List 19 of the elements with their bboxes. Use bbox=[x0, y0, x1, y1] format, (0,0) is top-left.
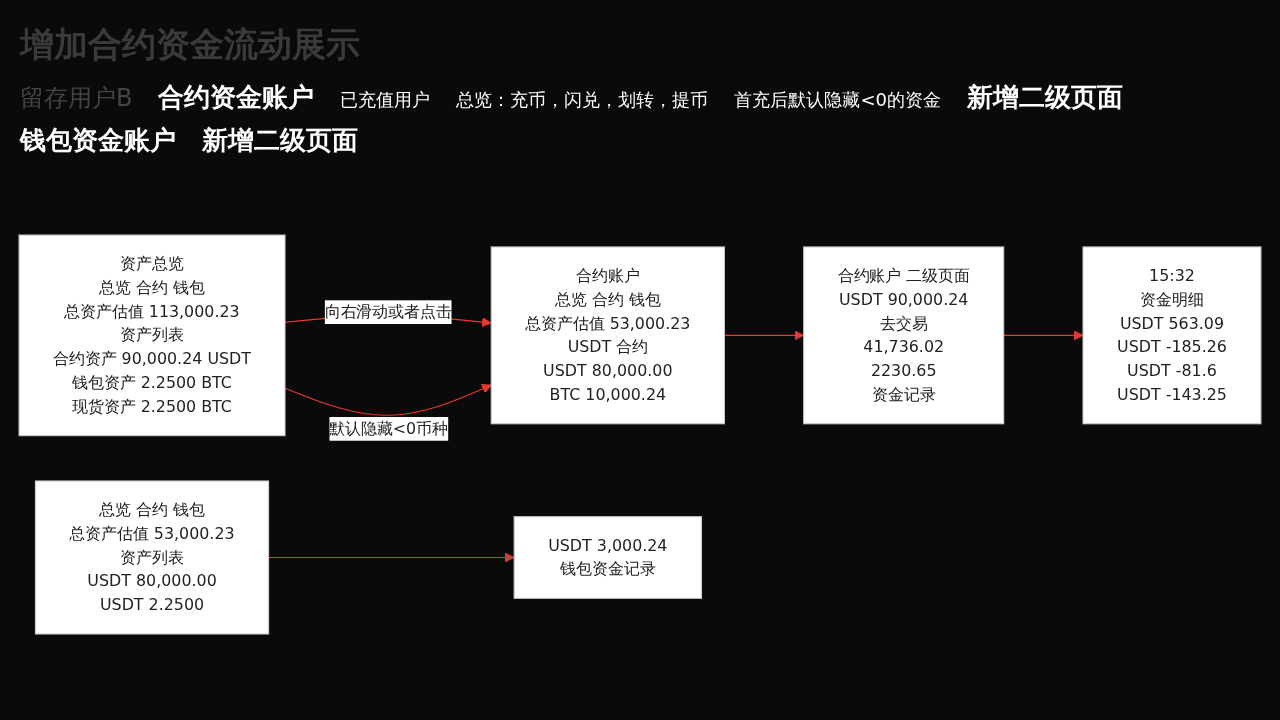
section-heading: 新增二级页面 bbox=[202, 124, 358, 157]
node-box: USDT 3,000.24 钱包资金记录 bbox=[513, 516, 703, 600]
section-heading: 新增二级页面 bbox=[967, 81, 1123, 114]
arrow bbox=[1003, 330, 1084, 341]
note-text: 已充值用户 bbox=[340, 88, 431, 112]
section-heading: 钱包资金账户 bbox=[20, 124, 176, 157]
note-text: 留存用户B bbox=[20, 83, 133, 114]
node-box: 资产总览 总览 合约 钱包 总资产估值 113,000.23 资产列表 合约资产 90,000.24 USDT 钱包资产 2.2500 BTC 现货资产 2.2500 BTC bbox=[18, 234, 286, 437]
edge-label: 默认隐藏<0币种 bbox=[329, 419, 448, 438]
arrow bbox=[284, 384, 492, 417]
edge-label: 向右滑动或者点击 bbox=[324, 302, 452, 322]
node-box: 15:32 资金明细 USDT 563.09 USDT -185.26 USDT -81.6 USDT -143.25 bbox=[1082, 246, 1262, 425]
note-text: 首充后默认隐藏<0的资金 bbox=[734, 88, 941, 112]
section-heading: 合约资金账户 bbox=[158, 81, 315, 114]
node-box: 合约账户 二级页面 USDT 90,000.24 去交易 41,736.02 2230.65 资金记录 bbox=[803, 246, 1005, 425]
arrow bbox=[268, 553, 515, 563]
note-text: 总览：充币，闪兑，划转，提币 bbox=[456, 88, 709, 112]
node-box: 合约账户 总览 合约 钱包 总资产估值 53,000.23 USDT 合约 USDT 80,000.00 BTC 10,000.24 bbox=[490, 246, 725, 425]
node-box: 总览 合约 钱包 总资产估值 53,000.23 资产列表 USDT 80,000.00 USDT 2.2500 bbox=[34, 480, 270, 636]
